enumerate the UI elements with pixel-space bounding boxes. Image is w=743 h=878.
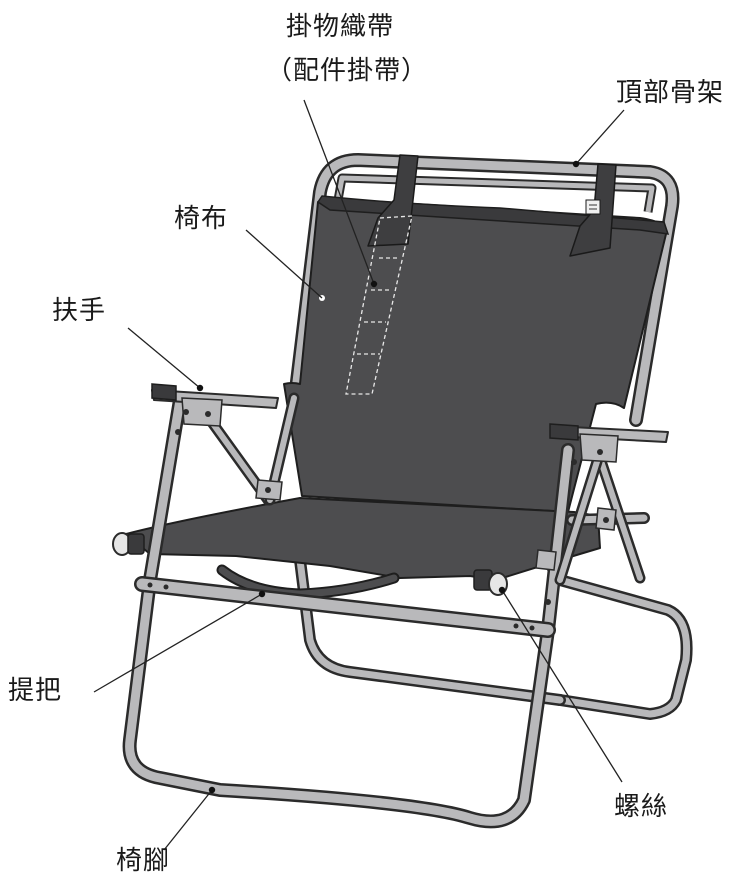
leader-handle [93,593,263,693]
seat-fabric [125,497,601,581]
leader-strap [303,99,375,285]
label-screw: 螺絲 [614,792,669,822]
leader-dots [196,160,580,794]
hanging-strap-right [569,163,617,257]
screw-left [112,532,145,556]
hinge-right [535,507,617,571]
label-top-frame: 頂部骨架 [616,78,725,108]
label-legs: 椅腳 [116,846,171,876]
front-legs [122,393,575,829]
leader-fabric [245,229,323,299]
leader-top-frame [575,109,625,165]
leg-rivet [175,429,181,435]
top-frame [289,153,680,427]
front-crossbar [134,576,556,638]
armrest-right [549,423,669,465]
label-strap-subtitle: （配件掛帶） [266,56,429,86]
label-armrest: 扶手 [52,296,107,326]
leader-lines [93,99,625,851]
hinge-left [255,479,283,501]
leader-armrest [127,327,201,389]
hanging-strap-left [367,154,419,247]
label-strap-title: 掛物織帶 [286,12,395,42]
label-handle: 提把 [8,676,63,706]
leg-rivet [545,599,551,605]
armrest-left [151,383,279,427]
leader-screw [501,589,623,783]
label-fabric: 椅布 [174,204,229,234]
rear-frame [294,554,693,720]
leader-legs [163,789,213,851]
